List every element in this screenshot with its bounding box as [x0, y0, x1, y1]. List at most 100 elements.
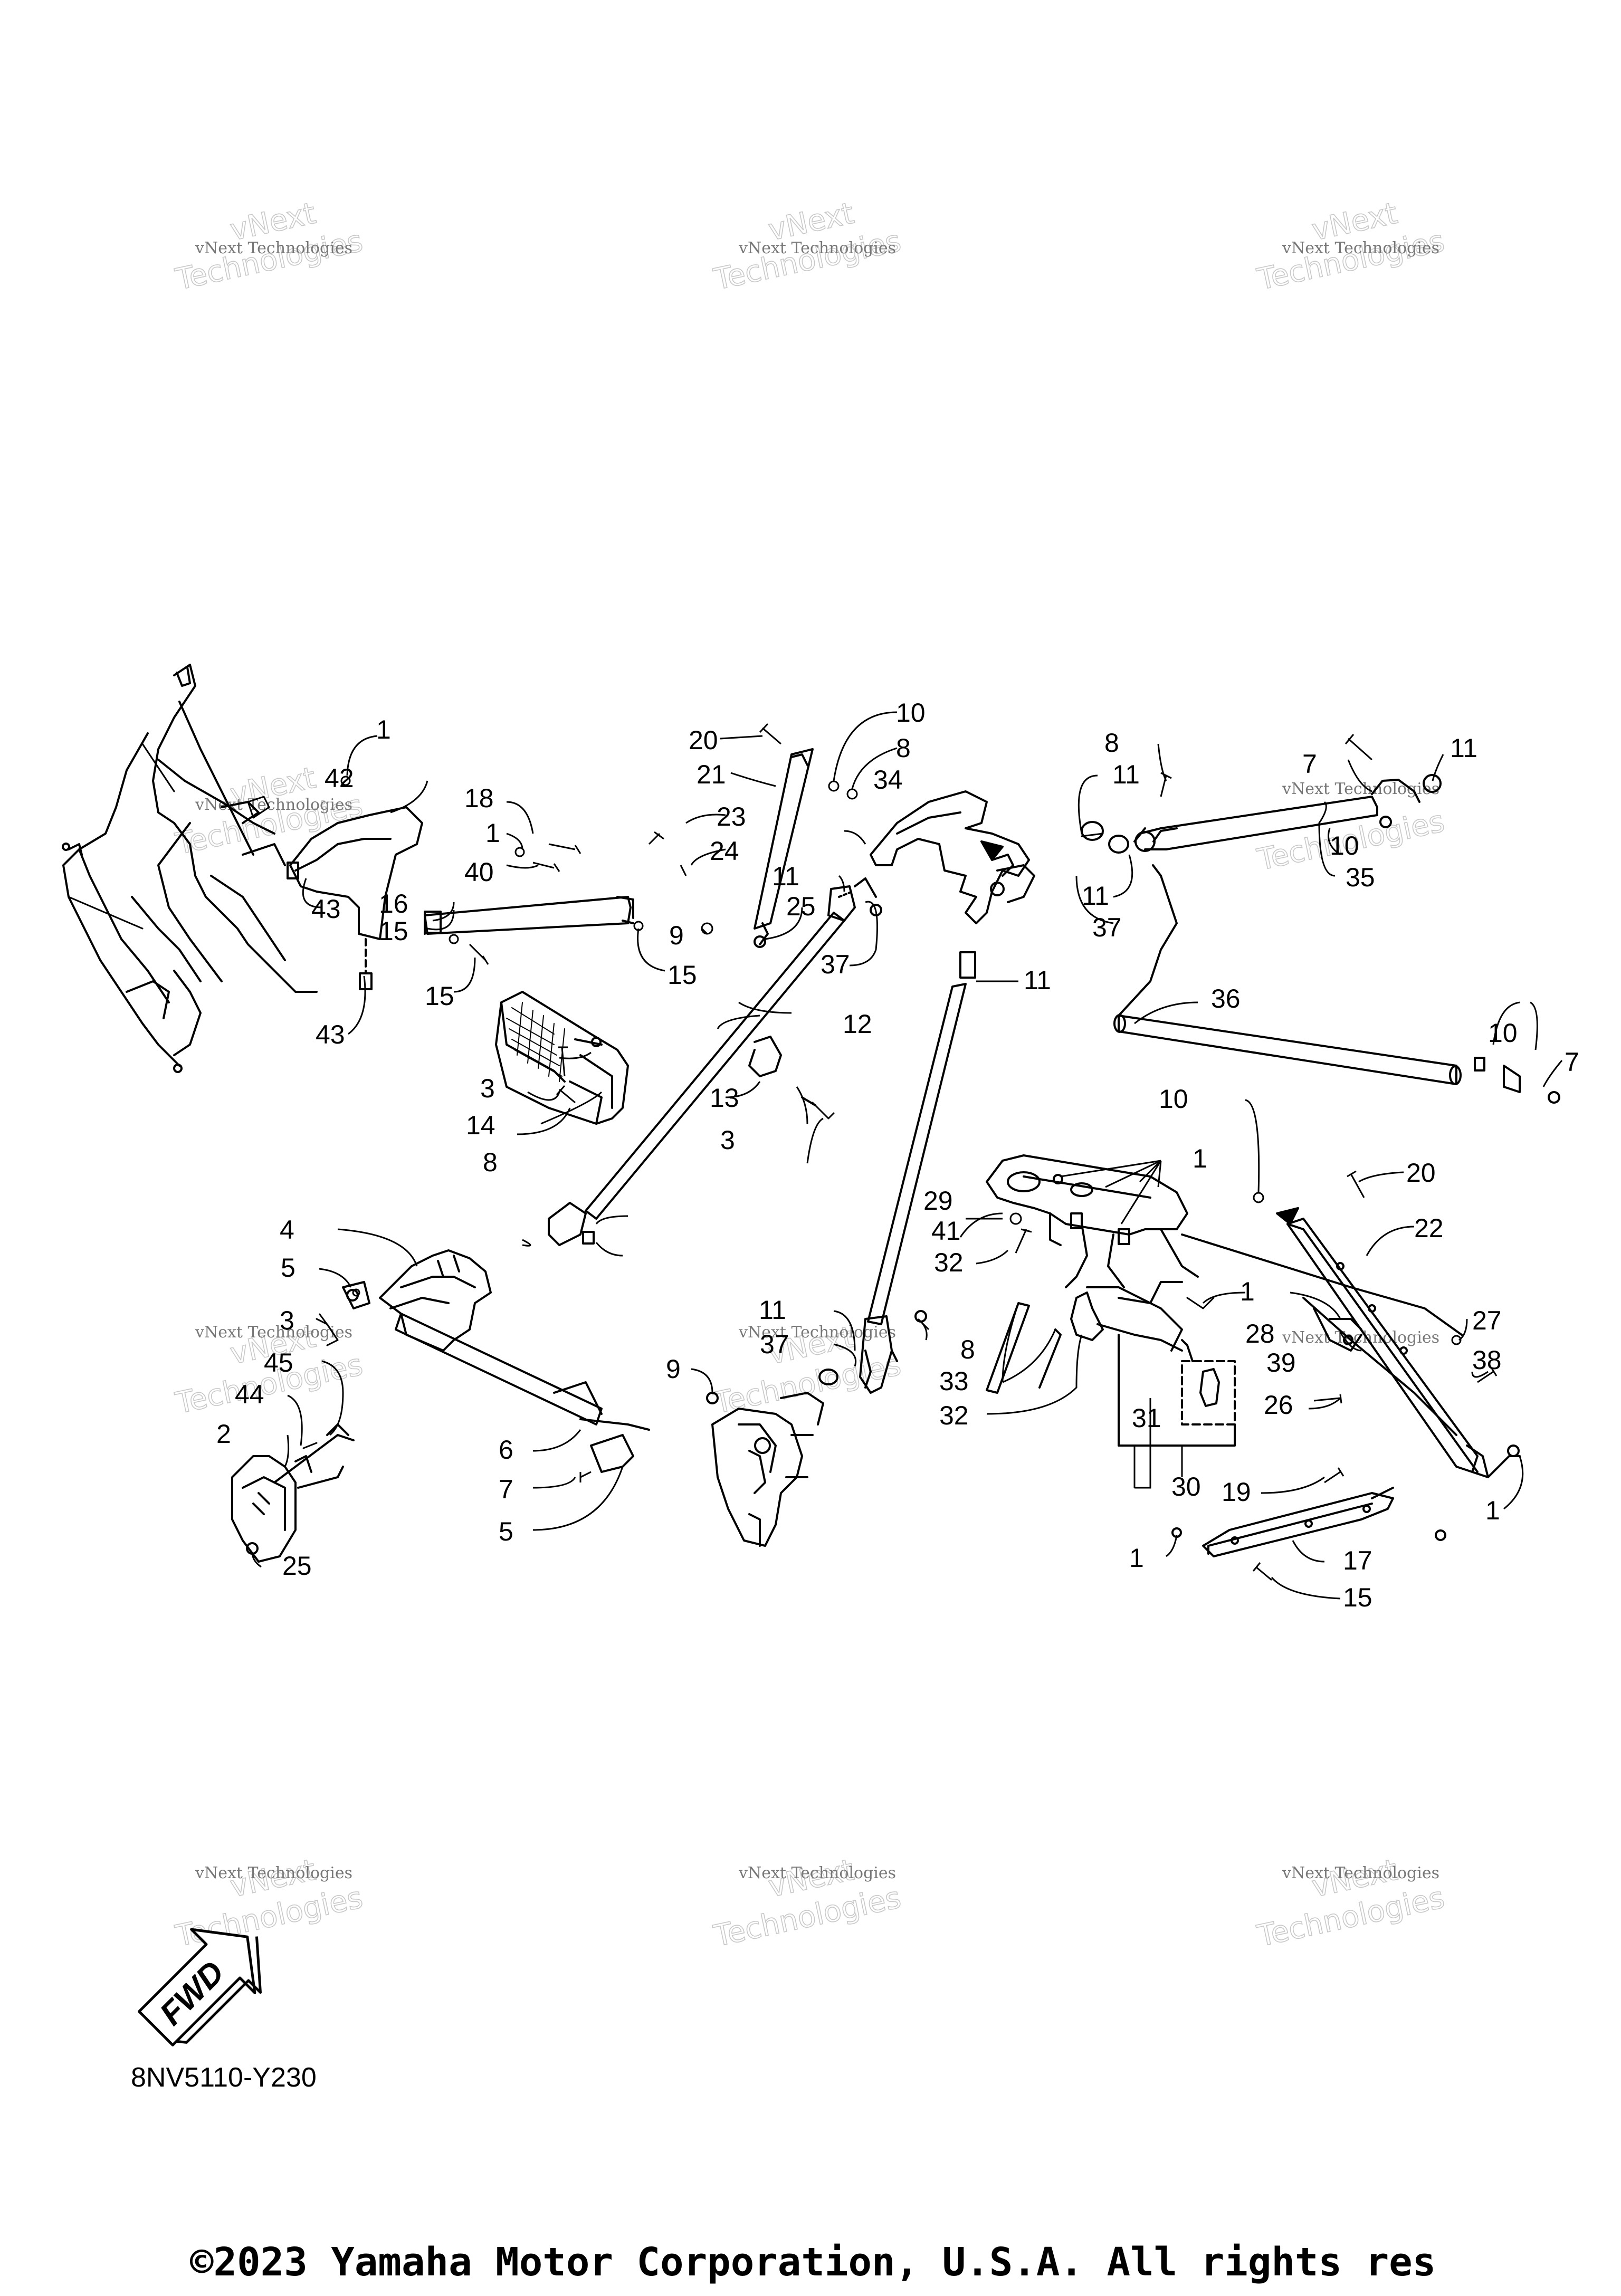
nut-icon — [514, 847, 525, 857]
callout-1: 1 — [1240, 1277, 1255, 1306]
detail-box-31 — [1118, 1334, 1236, 1447]
bolt-icon — [1015, 1228, 1032, 1254]
watermark-text: vNext Technologies — [1282, 1864, 1439, 1882]
callout-43: 43 — [316, 1020, 345, 1049]
nut-icon — [828, 780, 840, 792]
watermark-8: Technologies vNext — [172, 1852, 366, 1954]
callout-32: 32 — [934, 1248, 964, 1277]
clip-13 — [748, 1036, 835, 1120]
arrow-marker-upper — [980, 840, 1004, 861]
lower-tube-36 — [1113, 864, 1560, 1104]
callout-10: 10 — [1159, 1084, 1188, 1114]
callout-11: 11 — [759, 1295, 786, 1325]
callout-15: 15 — [668, 960, 697, 990]
callout-15: 15 — [1343, 1583, 1372, 1612]
callout-5: 5 — [499, 1517, 513, 1546]
callout-35: 35 — [1346, 863, 1375, 892]
watermark-text: vNext Technologies — [195, 1323, 352, 1342]
bolt-icon — [1345, 734, 1372, 761]
callout-44: 44 — [235, 1380, 264, 1409]
arrow-marker-lower — [1276, 1207, 1299, 1225]
callout-11: 11 — [1450, 733, 1477, 763]
callout-24: 24 — [710, 836, 739, 866]
callout-7: 7 — [1302, 749, 1317, 779]
parts-line-art — [62, 664, 1560, 1563]
gear-mount-9 — [706, 1392, 824, 1547]
strut-21 — [754, 748, 814, 948]
callout-1: 1 — [1193, 1144, 1207, 1173]
callout-17: 17 — [1343, 1546, 1372, 1575]
callout-31: 31 — [1132, 1403, 1161, 1433]
callout-numbers: 1 42 43 16 15 15 43 18 1 40 23 24 9 15 2… — [216, 698, 1579, 1612]
callout-10: 10 — [1330, 831, 1359, 860]
callout-25: 25 — [786, 892, 816, 921]
callout-14: 14 — [466, 1111, 495, 1140]
callout-8: 8 — [483, 1147, 498, 1177]
callout-37: 37 — [760, 1329, 789, 1359]
callout-8: 8 — [1104, 728, 1119, 758]
callout-22: 22 — [1414, 1213, 1444, 1243]
pivot-assembly-30 — [986, 1281, 1215, 1394]
steering-shaft-12 — [548, 877, 882, 1246]
callout-4: 4 — [280, 1215, 294, 1245]
callout-36: 36 — [1211, 984, 1241, 1013]
bolt-icon — [579, 1471, 592, 1482]
leader-lines — [251, 711, 1563, 1600]
callout-38: 38 — [1472, 1345, 1502, 1375]
watermark-text: vNext Technologies — [195, 796, 352, 814]
callout-13: 13 — [710, 1083, 739, 1113]
callout-25: 25 — [282, 1551, 312, 1581]
bolt-icon — [1324, 1467, 1345, 1484]
callout-8: 8 — [896, 733, 911, 763]
dash-panel-assembly — [62, 664, 318, 1073]
callout-2: 2 — [216, 1419, 231, 1449]
callout-42: 42 — [325, 763, 354, 793]
watermark-text: vNext Technologies — [1282, 239, 1439, 257]
fwd-arrow-icon: FWD — [138, 1928, 262, 2046]
callout-5: 5 — [281, 1253, 295, 1283]
bolt-icon — [680, 865, 687, 876]
callout-11: 11 — [1082, 881, 1109, 911]
bolt-icon — [1477, 1367, 1498, 1383]
bolt-icon — [1347, 1170, 1365, 1198]
upper-tube-35 — [1081, 774, 1442, 854]
watermark-text: vNext Technologies — [738, 1323, 896, 1342]
callout-28: 28 — [1245, 1319, 1275, 1348]
callout-23: 23 — [717, 802, 746, 831]
nut-icon — [449, 934, 459, 944]
column-bracket-29 — [986, 1154, 1199, 1288]
callout-10: 10 — [896, 698, 926, 728]
bolt-icon — [548, 843, 581, 854]
copyright-notice: ©2023 Yamaha Motor Corporation, U.S.A. A… — [190, 2240, 1436, 2285]
watermark-group: Technologies vNext vNext Technologies Te… — [172, 196, 1448, 1954]
nut-icon — [846, 788, 858, 800]
watermark-text: vNext Technologies — [738, 239, 896, 257]
callout-9: 9 — [666, 1354, 681, 1384]
steering-shaft-6 — [231, 1313, 650, 1563]
nut-icon — [1009, 1212, 1022, 1225]
callout-33: 33 — [939, 1366, 969, 1396]
callout-30: 30 — [1171, 1472, 1201, 1501]
callout-1: 1 — [376, 715, 391, 744]
callout-20: 20 — [689, 725, 718, 755]
cross-plate-17 — [1171, 1487, 1446, 1557]
callout-11: 11 — [772, 862, 799, 891]
callout-26: 26 — [1264, 1390, 1293, 1420]
bolt-icon — [759, 723, 781, 745]
bolt-icon — [556, 1085, 576, 1104]
callout-19: 19 — [1222, 1477, 1251, 1507]
bolt-icon — [558, 1046, 568, 1077]
crossbar-16 — [424, 896, 634, 935]
callout-18: 18 — [464, 783, 494, 813]
watermark-10: Technologies vNext — [1254, 1852, 1448, 1954]
callout-3: 3 — [280, 1306, 294, 1335]
nut-icon — [1253, 1192, 1264, 1203]
callout-6: 6 — [499, 1435, 513, 1465]
callout-29: 29 — [923, 1186, 953, 1216]
bracket-42 — [287, 806, 423, 990]
frame-rail-22 — [1181, 1218, 1521, 1478]
bolt-icon — [469, 943, 489, 965]
callout-3: 3 — [720, 1125, 735, 1155]
bolt-icon — [1313, 1394, 1342, 1404]
